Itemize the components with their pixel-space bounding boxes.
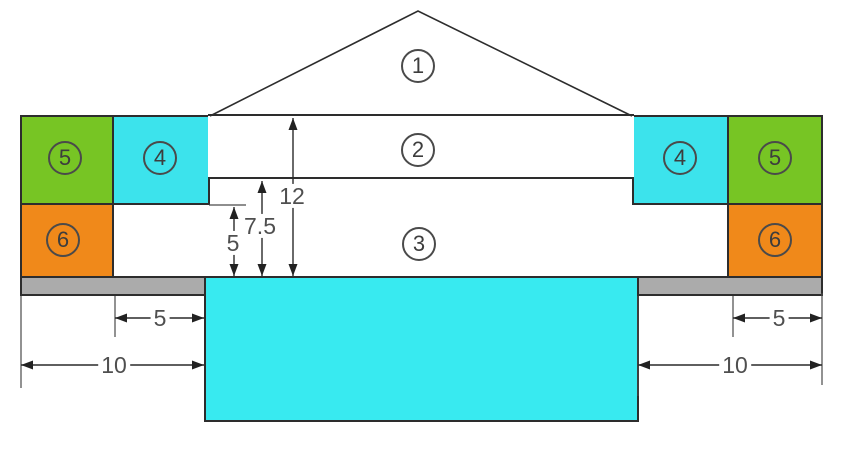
gray-strip-right — [636, 276, 823, 296]
dim-value-12: 12 — [276, 184, 308, 208]
dim-value-10-right: 10 — [719, 353, 751, 377]
part-label-4-left-text: 4 — [153, 145, 167, 170]
base-block-cyan — [204, 276, 639, 422]
block-5-left-green — [20, 115, 114, 205]
part-label-6-left: 6 — [46, 223, 80, 257]
part-label-4-left: 4 — [143, 141, 177, 175]
dim-value-7-5: 7.5 — [241, 214, 279, 238]
dim-value-10-left: 10 — [98, 353, 130, 377]
part-label-6-left-text: 6 — [56, 227, 70, 252]
part-label-2-text: 2 — [411, 137, 425, 162]
part-label-1-text: 1 — [411, 53, 425, 78]
part-label-3: 3 — [402, 227, 436, 261]
part-label-5-right: 5 — [758, 141, 792, 175]
dim-value-5-vert: 5 — [223, 231, 243, 255]
gray-strip-left — [20, 276, 206, 296]
part-label-3-text: 3 — [412, 231, 426, 256]
part-label-4-right: 4 — [663, 141, 697, 175]
part-label-6-right-text: 6 — [768, 227, 782, 252]
part-label-4-right-text: 4 — [673, 145, 687, 170]
part-label-5-left: 5 — [48, 141, 82, 175]
dim-value-5-left: 5 — [150, 306, 170, 330]
part-label-5-left-text: 5 — [58, 145, 72, 170]
part-label-5-right-text: 5 — [768, 145, 782, 170]
part-label-6-right: 6 — [758, 223, 792, 257]
part-label-1: 1 — [401, 49, 435, 83]
part-label-2: 2 — [401, 133, 435, 167]
dim-value-5-right: 5 — [769, 306, 789, 330]
